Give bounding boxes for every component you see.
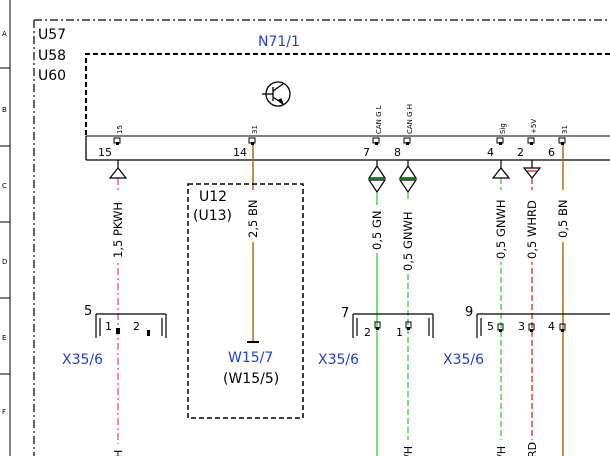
- frame-label-u57: U57: [38, 27, 66, 43]
- pin-tag-2: +5V: [530, 119, 538, 134]
- connector-name: X35/6: [443, 352, 484, 368]
- wire-label-gnwh-1: 0,5 GNWH: [401, 212, 415, 271]
- connector-ref: 5: [84, 304, 92, 319]
- arrow-up-icon: [491, 160, 511, 179]
- bottom-fragment: /H: [495, 446, 508, 456]
- module-box: [85, 53, 610, 136]
- frame-label-u58: U58: [38, 48, 66, 64]
- bottom-fragment: H: [112, 450, 125, 456]
- pin-num-4: 4: [487, 146, 494, 159]
- subframe-line2: (U13): [193, 208, 232, 224]
- wire-label-bn: 0,5 BN: [556, 200, 570, 238]
- top-pin-6: 31 6: [548, 125, 569, 159]
- connector-ref: 9: [465, 305, 473, 320]
- top-pin-15: 15 15: [98, 125, 124, 159]
- connector-pin-label: 2: [364, 326, 371, 339]
- pin-tag-8: CAN G H: [406, 104, 414, 134]
- connector-name: X35/6: [62, 352, 103, 368]
- connector-pin-label: 1: [396, 326, 403, 339]
- pin-num-6: 6: [548, 146, 555, 159]
- left-ruler: A B C D E F: [0, 0, 11, 456]
- subframe-line1: U12: [199, 189, 227, 205]
- wire-label-gnwh-2: 0,5 GNWH: [494, 200, 508, 259]
- ruler-letter-e: E: [2, 334, 6, 342]
- pin-tag-6: 31: [561, 125, 569, 134]
- bottom-fragment: RD: [526, 442, 539, 456]
- pin-tag-15: 15: [116, 125, 124, 134]
- top-pin-7: CAN G L 7: [363, 105, 383, 159]
- connector-5: 5 1 2 X35/6: [62, 304, 167, 368]
- connector-pin-label: 1: [105, 320, 112, 333]
- top-pin-4: Sig 4: [487, 123, 507, 159]
- ruler-letter-b: B: [2, 106, 7, 114]
- wire-label-bn-ground: 2,5 BN: [246, 200, 260, 238]
- connector-9: 9 5 3 4 X35/6: [443, 305, 610, 368]
- outer-frame: [33, 19, 610, 456]
- connector-name: X35/6: [318, 352, 359, 368]
- wire-label-pkwh: 1,5 PKWH: [111, 202, 125, 258]
- arrow-down-icon: [522, 160, 542, 179]
- connector-pin-label: 4: [548, 320, 555, 333]
- module-name: N71/1: [258, 34, 300, 50]
- transistor-icon: [262, 81, 291, 107]
- connector-pin-label: 3: [518, 320, 525, 333]
- connector-pin-label: 5: [487, 320, 494, 333]
- top-pin-8: CAN G H 8: [394, 104, 414, 159]
- wire-label-group: 1,5 PKWH 2,5 BN 0,5 GN 0,5 GNWH 0,5 GNWH…: [110, 190, 571, 274]
- ground-line2: (W15/5): [223, 371, 279, 387]
- pin-num-15: 15: [98, 146, 112, 159]
- pin-num-7: 7: [363, 146, 370, 159]
- pin-tag-4: Sig: [499, 123, 507, 134]
- wire-label-whrd: 0,5 WHRD: [525, 200, 539, 259]
- connector-pin-label: 2: [133, 320, 140, 333]
- ruler-letter-d: D: [2, 258, 7, 266]
- connector-ref: 7: [341, 306, 349, 321]
- bottom-fragment: /H: [402, 446, 415, 456]
- pin-num-14: 14: [233, 146, 247, 159]
- top-pin-2: +5V 2: [517, 119, 538, 159]
- ruler-letter-c: C: [2, 182, 7, 190]
- subframe-box: [187, 183, 304, 419]
- top-pin-14: 31 14: [233, 125, 259, 159]
- wire-label-gn: 0,5 GN: [370, 211, 384, 250]
- arrow-up-icon: [108, 160, 128, 179]
- pin-num-8: 8: [394, 146, 401, 159]
- pin-num-2: 2: [517, 146, 524, 159]
- bidirectional-arrow-icon: [398, 160, 418, 194]
- ruler-letter-f: F: [2, 408, 6, 416]
- connector-7: 7 2 1 X35/6: [318, 306, 434, 368]
- pin-tag-7: CAN G L: [375, 105, 383, 134]
- pin-tag-14: 31: [251, 125, 259, 134]
- ruler-letter-a: A: [2, 30, 7, 38]
- bottom-fragments: H /H /H RD: [111, 440, 539, 456]
- bidirectional-arrow-icon: [367, 160, 387, 194]
- frame-label-u60: U60: [38, 68, 66, 84]
- ground-line1: W15/7: [228, 350, 273, 366]
